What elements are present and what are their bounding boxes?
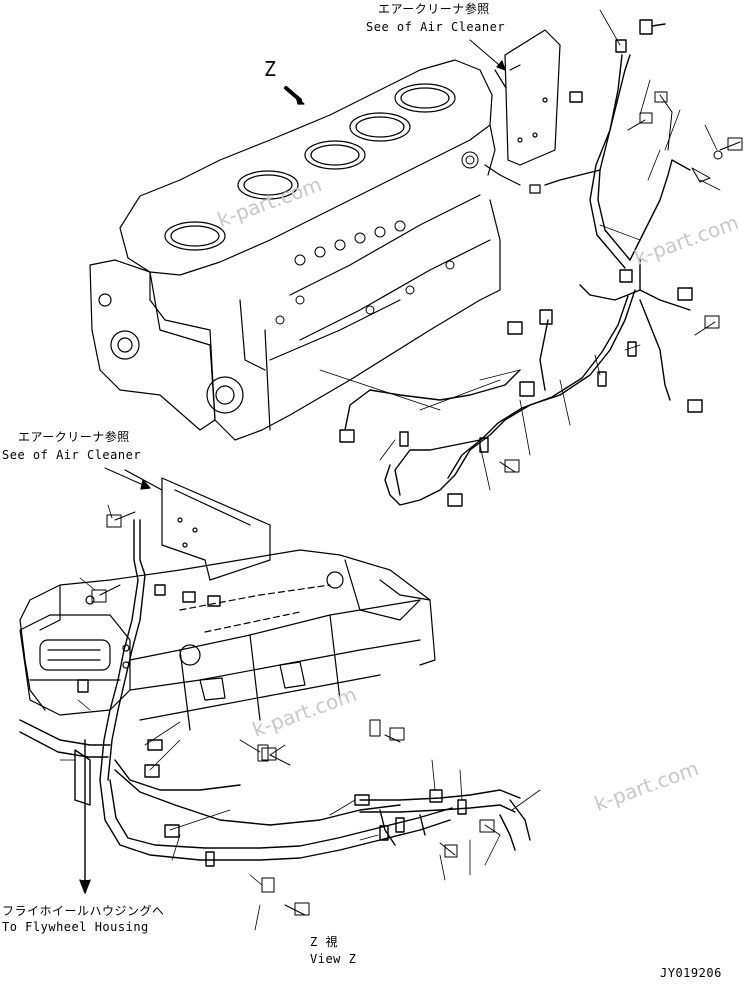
flywheel-label-jp: フライホイールハウジングへ — [2, 904, 165, 918]
mid-air-cleaner-label-jp: エアークリーナ参照 — [18, 430, 130, 444]
view-z-arrow — [284, 86, 305, 105]
drawing-number: JY019206 — [660, 966, 722, 980]
reference-arrows — [104, 39, 506, 490]
harness-top — [339, 19, 743, 507]
engine-block-top — [89, 59, 541, 441]
top-air-cleaner-label-jp: エアークリーナ参照 — [378, 2, 490, 16]
harness-bottom — [19, 511, 531, 916]
air-cleaner-bracket-top — [494, 29, 561, 166]
flywheel-label-en: To Flywheel Housing — [2, 920, 149, 934]
view-marker-z: Z — [264, 57, 277, 81]
leader-lines-top — [319, 9, 721, 491]
leader-lines-bottom — [59, 504, 541, 931]
view-title-jp: Z 視 — [310, 935, 338, 949]
view-title-en: View Z — [310, 952, 357, 966]
top-air-cleaner-label-en: See of Air Cleaner — [366, 20, 506, 34]
mid-air-cleaner-label-en: See of Air Cleaner — [2, 448, 142, 462]
engine-block-bottom — [19, 549, 436, 731]
